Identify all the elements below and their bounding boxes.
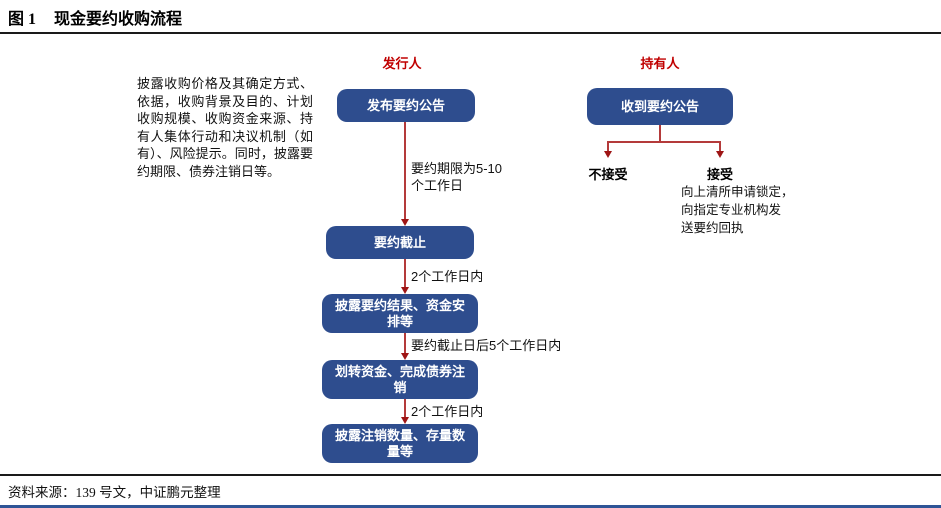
figure-title: 图 1 现金要约收购流程 [8,5,182,29]
accept-detail-line: 送要约回执 [681,221,744,235]
accept-detail-note: 向上清所申请锁定， 向指定专业机构发 送要约回执 [681,183,805,237]
footer-blue-line [0,505,941,508]
bottom-divider [0,474,941,476]
edge-label-2-days-2: 2个工作日内 [411,404,484,419]
branch-label-accept: 接受 [706,167,733,182]
issuer-column-label: 发行人 [382,56,422,71]
top-divider [0,32,941,34]
connector-line [719,141,721,152]
edge-label-5-days-after: 要约截止日后5个工作日内 [411,338,562,353]
flow-node-receive-offer: 收到要约公告 [587,88,733,125]
edge-label-line: 要约期限为5-10 [411,161,503,176]
arrow-down-icon [400,417,409,424]
flow-node-disclose-cancellation: 披露注销数量、存量数量等 [322,424,478,463]
connector-line [404,399,406,418]
arrow-down-icon [715,151,724,158]
disclosure-note: 披露收购价格及其确定方式、依据，收购背景及目的、计划收购规模、收购资金来源、持有… [137,76,313,179]
flow-node-transfer-funds: 划转资金、完成债券注销 [322,360,478,399]
edge-label-offer-period: 要约期限为5-10 个工作日 [411,161,515,194]
source-note: 资料来源：139 号文，中证鹏元整理 [8,485,221,500]
connector-line [607,141,720,143]
flow-node-disclose-results: 披露要约结果、资金安排等 [322,294,478,333]
arrow-down-icon [400,219,409,226]
edge-label-line: 个工作日 [411,177,464,193]
connector-line [404,122,406,220]
flow-node-offer-deadline: 要约截止 [326,226,474,259]
connector-line [404,259,406,288]
arrow-down-icon [400,287,409,294]
accept-detail-line: 向指定专业机构发 [681,203,782,217]
holder-column-label: 持有人 [640,56,680,71]
accept-detail-line: 向上清所申请锁定， [681,185,794,199]
branch-label-reject: 不接受 [588,167,628,182]
connector-line [404,333,406,354]
edge-label-2-days: 2个工作日内 [411,269,484,284]
connector-line [659,125,661,141]
flow-node-publish-offer: 发布要约公告 [337,89,475,122]
arrow-down-icon [400,353,409,360]
figure-title-text: 现金要约收购流程 [54,11,183,28]
connector-line [607,141,609,152]
arrow-down-icon [603,151,612,158]
figure-number: 图 1 [8,11,37,28]
